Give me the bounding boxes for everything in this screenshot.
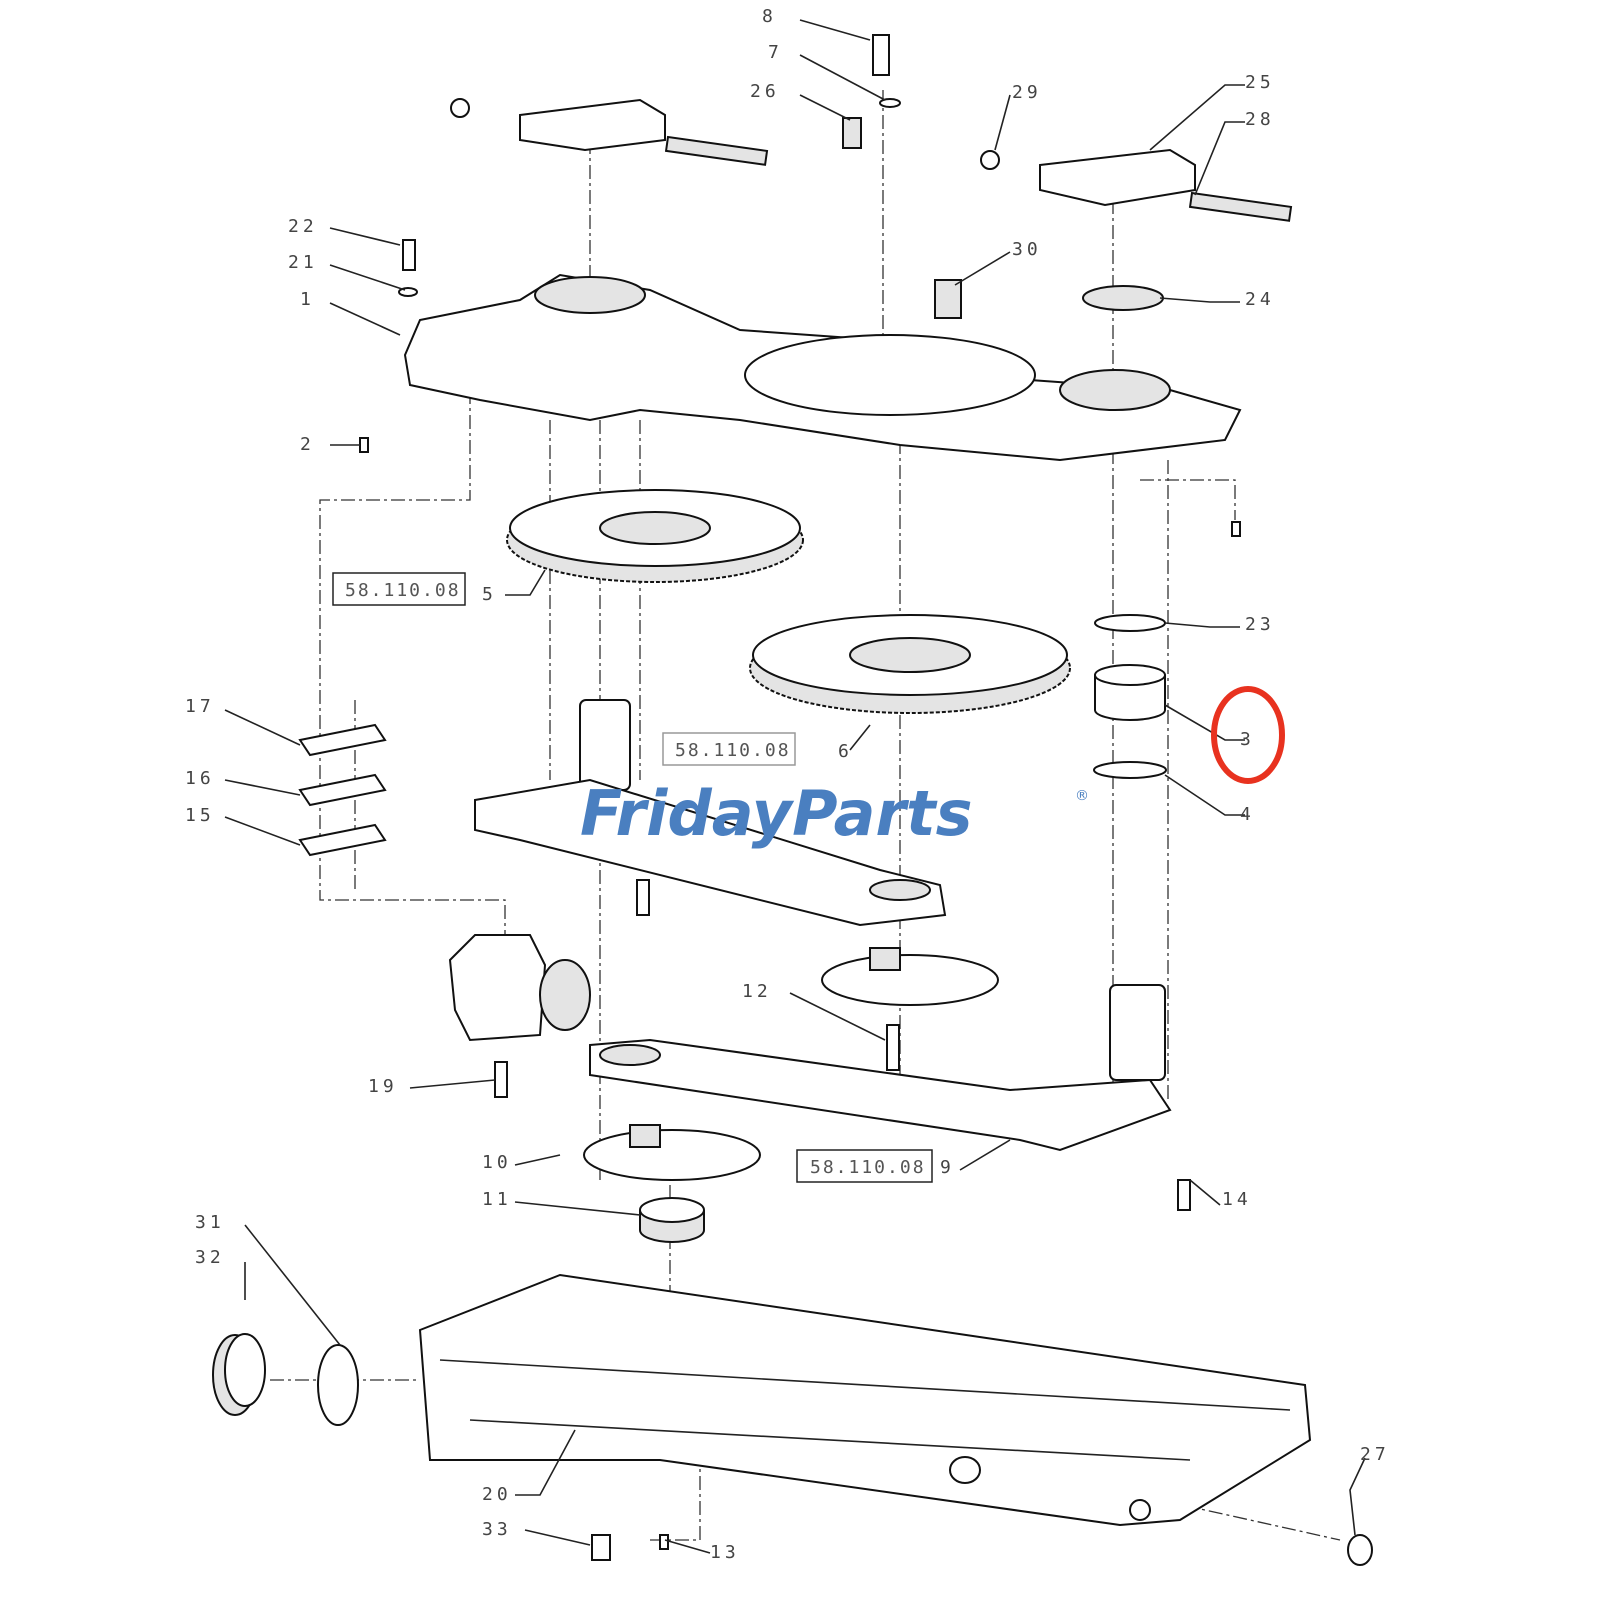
callout-25: 25 <box>1245 72 1275 93</box>
callout-28: 28 <box>1245 109 1275 130</box>
svg-text:58.110.08: 58.110.08 <box>810 1157 926 1178</box>
svg-text:58.110.08: 58.110.08 <box>345 580 461 601</box>
reference-box-3: 58.110.08 <box>796 1149 933 1183</box>
callout-4: 4 <box>1240 804 1255 825</box>
svg-text:58.110.08: 58.110.08 <box>675 740 791 761</box>
reference-box-1: 58.110.08 <box>332 572 466 606</box>
callout-27: 27 <box>1360 1444 1390 1465</box>
seals-and-bearings <box>639 285 1167 1243</box>
callout-13: 13 <box>710 1542 740 1563</box>
callout-5: 5 <box>482 584 497 605</box>
watermark-logo: FridayParts ® <box>580 777 1089 850</box>
callout-33: 33 <box>482 1519 512 1540</box>
callout-3: 3 <box>1240 729 1255 750</box>
callout-12: 12 <box>742 981 772 1002</box>
gears <box>506 489 1071 714</box>
small-fasteners <box>359 34 1373 1566</box>
callout-29: 29 <box>1012 82 1042 103</box>
arms <box>474 699 1172 1152</box>
motor-19 <box>448 934 591 1042</box>
callout-17: 17 <box>185 696 215 717</box>
callout-24: 24 <box>1245 289 1275 310</box>
callout-32: 32 <box>195 1247 225 1268</box>
callout-9: 9 <box>940 1157 955 1178</box>
callout-11: 11 <box>482 1189 512 1210</box>
clamp-blocks <box>450 98 1293 222</box>
svg-text:®: ® <box>1075 788 1089 804</box>
top-cover-plate <box>403 273 1242 462</box>
callout-15: 15 <box>185 805 215 826</box>
callout-22: 22 <box>288 216 318 237</box>
callout-23: 23 <box>1245 614 1275 635</box>
callout-16: 16 <box>185 768 215 789</box>
callout-19: 19 <box>368 1076 398 1097</box>
callout-2: 2 <box>300 434 315 455</box>
discs-10-12 <box>583 947 999 1181</box>
callout-1: 1 <box>300 289 315 310</box>
callout-6: 6 <box>838 741 853 762</box>
svg-text:FridayParts: FridayParts <box>580 777 973 850</box>
callout-21: 21 <box>288 252 318 273</box>
highlight-circle <box>1211 686 1285 784</box>
callout-8: 8 <box>762 6 777 27</box>
callout-26: 26 <box>750 81 780 102</box>
callout-7: 7 <box>768 42 783 63</box>
plates-15-16-17 <box>298 723 387 857</box>
callout-30: 30 <box>1012 239 1042 260</box>
reference-box-2: 58.110.08 <box>662 732 796 766</box>
callout-10: 10 <box>482 1152 512 1173</box>
callout-31: 31 <box>195 1212 225 1233</box>
caps-31-32 <box>212 1333 359 1426</box>
callout-labels: 8 7 26 29 25 28 22 21 1 30 24 2 5 23 3 4… <box>185 6 1390 1563</box>
lower-housing <box>418 1273 1312 1527</box>
leader-lines <box>224 19 1366 1554</box>
callout-14: 14 <box>1222 1189 1252 1210</box>
callout-20: 20 <box>482 1484 512 1505</box>
